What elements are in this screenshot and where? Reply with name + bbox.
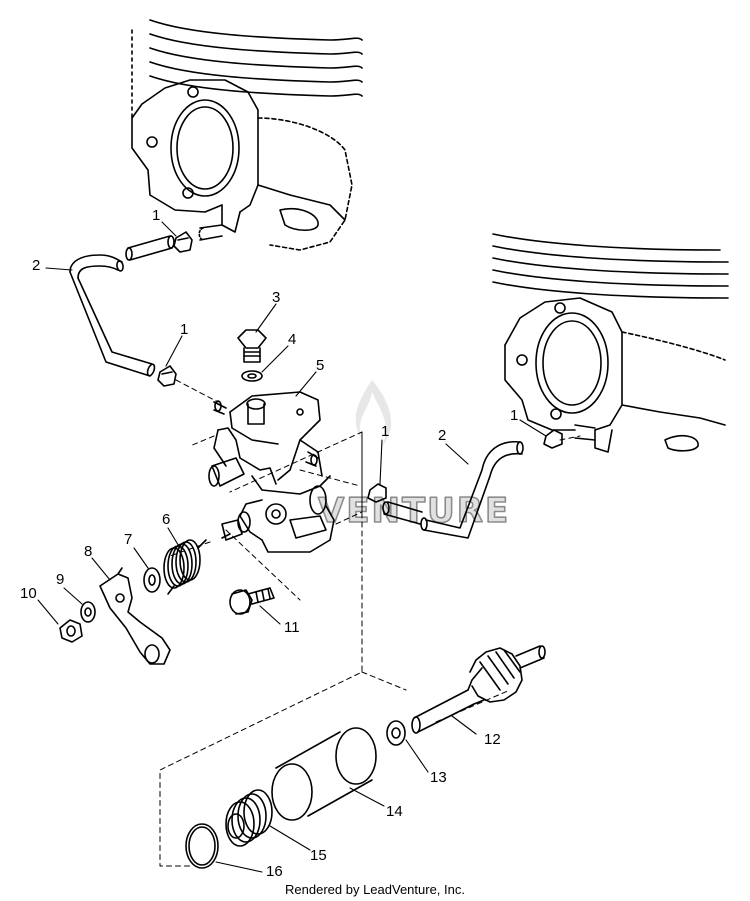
watermark-logo: VENTURE [317,380,510,532]
engine-cylinder-right [492,233,729,453]
callouts: 1 2 1 3 4 5 1 1 2 6 7 8 9 10 11 12 13 14… [20,207,518,880]
callout-14: 14 [386,803,403,820]
callout-7: 7 [124,531,132,548]
drive-gear-12 [411,645,546,734]
callout-1: 1 [381,423,389,440]
parts-diagram: VENTURE [20,19,729,880]
callout-10: 10 [20,585,37,602]
washer-13 [386,720,406,746]
hose-2-right [382,441,524,539]
oil-pump-5 [208,391,335,553]
callout-2: 2 [32,257,40,274]
callout-9: 9 [56,571,64,588]
callout-1: 1 [152,207,160,224]
clamp-1-mid [157,365,177,387]
clamp-1-top [173,231,193,253]
clamp-1-pump [367,483,387,503]
washer-7 [143,567,161,593]
callout-2: 2 [438,427,446,444]
spring-6 [163,539,207,595]
leader-lines [37,221,547,873]
footer-credit: Rendered by LeadVenture, Inc. [285,882,465,897]
assembly-guide-lines [159,379,581,867]
callout-8: 8 [84,543,92,560]
callout-12: 12 [484,731,501,748]
sleeve-14 [271,727,377,821]
callout-1: 1 [510,407,518,424]
callout-16: 16 [266,863,283,880]
nut-10 [59,619,83,643]
callout-6: 6 [162,511,170,528]
o-ring-16 [185,823,219,869]
callout-15: 15 [310,847,327,864]
bolt-11 [229,587,275,615]
bolt-3 [237,329,267,363]
callout-1: 1 [180,321,188,338]
callout-3: 3 [272,289,280,306]
washer-4 [241,370,263,382]
watermark-text: VENTURE [318,491,510,531]
callout-4: 4 [288,331,296,348]
washer-9 [80,601,96,623]
engine-cylinder-upper [131,19,363,251]
callout-13: 13 [430,769,447,786]
control-lever-8 [99,567,171,665]
clamp-1-right [543,429,563,449]
callout-5: 5 [316,357,324,374]
spring-15 [225,789,273,847]
callout-11: 11 [284,619,300,636]
hose-2-left [69,235,175,377]
